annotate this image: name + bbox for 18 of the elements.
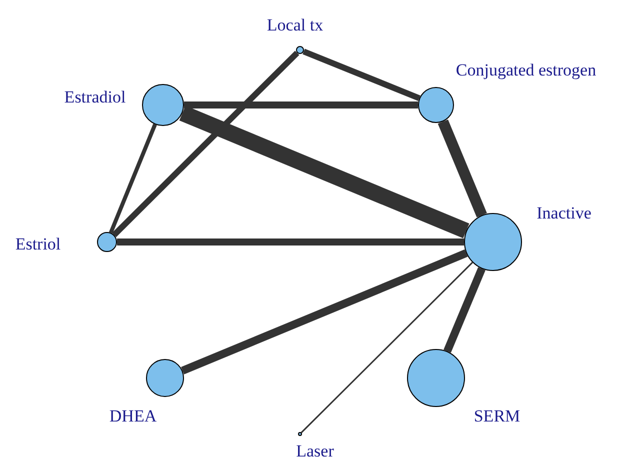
network-edge: [184, 102, 418, 108]
node-label: Laser: [296, 442, 334, 459]
node-label: Conjugated estrogen: [456, 62, 596, 78]
network-edge: [179, 106, 470, 238]
network-edge: [108, 124, 157, 234]
network-edge: [117, 238, 464, 246]
node-label: Local tx: [266, 16, 324, 34]
network-edge: [444, 267, 486, 353]
node-label: Estradiol: [64, 88, 126, 106]
node-label: DHEA: [109, 408, 157, 424]
network-edge: [438, 120, 487, 218]
node-label: Estriol: [15, 236, 61, 252]
network-edge: [302, 48, 420, 102]
node-label: Inactive: [536, 204, 592, 222]
network-edge: [181, 249, 468, 374]
network-edge: [112, 50, 300, 238]
node-label: SERM: [474, 408, 520, 424]
network-edge: [300, 262, 473, 434]
